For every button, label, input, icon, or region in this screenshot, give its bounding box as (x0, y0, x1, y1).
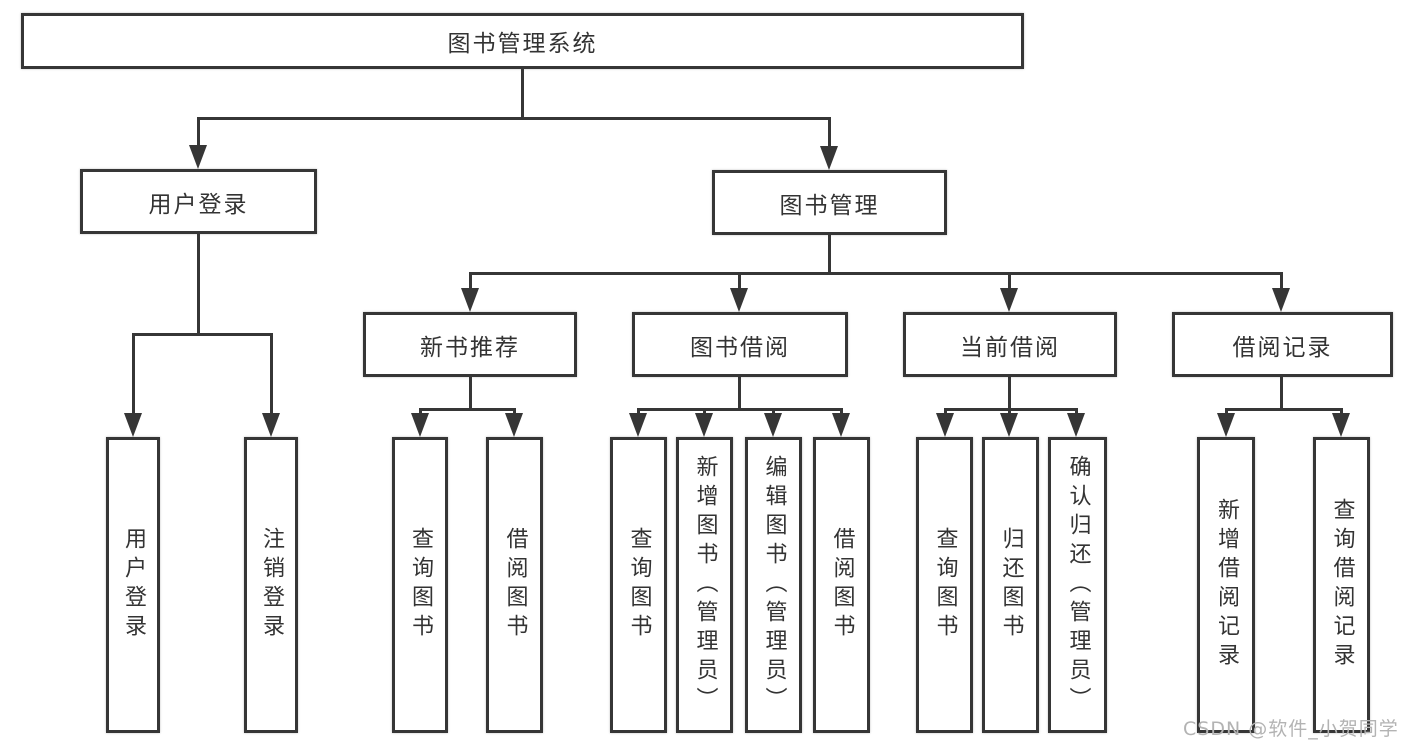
arrow-down-icon (124, 413, 142, 437)
connector-line (197, 234, 200, 336)
connector-line (469, 377, 472, 411)
leaf-logout: 注销登录 (244, 437, 298, 733)
connector-line (944, 408, 1078, 411)
connector-line (469, 272, 1283, 275)
arrow-down-icon (1272, 288, 1290, 312)
connector-line (469, 272, 472, 292)
arrow-down-icon (764, 413, 782, 437)
arrow-down-icon (832, 413, 850, 437)
leaf-label: 归还图书 (998, 527, 1024, 643)
csdn-watermark: CSDN @软件_小贺同学 (1183, 718, 1399, 740)
node-current-borrowing: 当前借阅 (903, 312, 1117, 377)
arrow-down-icon (1067, 413, 1085, 437)
leaf-query-books-borrow: 查询图书 (610, 437, 667, 733)
leaf-query-borrow-record: 查询借阅记录 (1313, 437, 1370, 733)
node-book-borrowing: 图书借阅 (632, 312, 848, 377)
connector-line (1008, 272, 1011, 292)
leaf-label: 新增图书（管理员） (692, 454, 718, 716)
arrow-down-icon (262, 413, 280, 437)
leaf-label: 查询图书 (408, 527, 433, 643)
connector-line (738, 272, 741, 292)
arrow-down-icon (1000, 413, 1018, 437)
leaf-query-books-current: 查询图书 (916, 437, 973, 733)
leaf-label: 查询图书 (932, 527, 958, 643)
leaf-label: 借阅图书 (502, 527, 528, 643)
connector-line (197, 117, 200, 150)
leaf-add-borrow-record: 新增借阅记录 (1197, 437, 1255, 733)
leaf-label: 新增借阅记录 (1214, 498, 1239, 672)
connector-line (132, 333, 273, 336)
connector-line (270, 333, 273, 418)
node-user-login: 用户登录 (80, 169, 317, 234)
leaf-confirm-return-admin: 确认归还（管理员） (1048, 437, 1107, 733)
arrow-down-icon (189, 145, 207, 169)
connector-line (197, 117, 830, 120)
connector-line (828, 235, 831, 275)
leaf-label: 查询借阅记录 (1329, 498, 1355, 672)
node-new-book-recommend: 新书推荐 (363, 312, 577, 377)
arrow-down-icon (629, 413, 647, 437)
leaf-add-books-admin: 新增图书（管理员） (676, 437, 733, 733)
leaf-borrow-books-recommend: 借阅图书 (486, 437, 543, 733)
leaf-return-books: 归还图书 (982, 437, 1039, 733)
connector-line (1225, 408, 1342, 411)
arrow-down-icon (1000, 288, 1018, 312)
arrow-down-icon (505, 413, 523, 437)
arrow-down-icon (936, 413, 954, 437)
arrow-down-icon (730, 288, 748, 312)
leaf-user-login: 用户登录 (106, 437, 160, 733)
node-book-management: 图书管理 (712, 170, 947, 235)
arrow-down-icon (820, 146, 838, 170)
connector-line (738, 377, 741, 411)
arrow-down-icon (411, 413, 429, 437)
connector-line (1280, 272, 1283, 292)
leaf-label: 查询图书 (626, 527, 652, 643)
leaf-borrow-books: 借阅图书 (813, 437, 870, 733)
leaf-label: 确认归还（管理员） (1065, 454, 1091, 716)
leaf-label: 借阅图书 (829, 527, 855, 643)
connector-line (637, 408, 842, 411)
connector-line (419, 408, 516, 411)
connector-line (521, 69, 524, 119)
arrow-down-icon (461, 288, 479, 312)
node-borrowing-records: 借阅记录 (1172, 312, 1393, 377)
node-root-library-system: 图书管理系统 (21, 13, 1024, 69)
leaf-edit-books-admin: 编辑图书（管理员） (745, 437, 802, 733)
connector-line (132, 333, 135, 418)
connector-line (1008, 377, 1011, 411)
arrow-down-icon (1217, 413, 1235, 437)
leaf-label: 编辑图书（管理员） (761, 454, 787, 716)
leaf-label: 用户登录 (121, 527, 146, 643)
leaf-label: 注销登录 (259, 527, 284, 643)
arrow-down-icon (695, 413, 713, 437)
arrow-down-icon (1332, 413, 1350, 437)
leaf-query-books-recommend: 查询图书 (392, 437, 448, 733)
connector-line (828, 117, 831, 150)
connector-line (1280, 377, 1283, 411)
